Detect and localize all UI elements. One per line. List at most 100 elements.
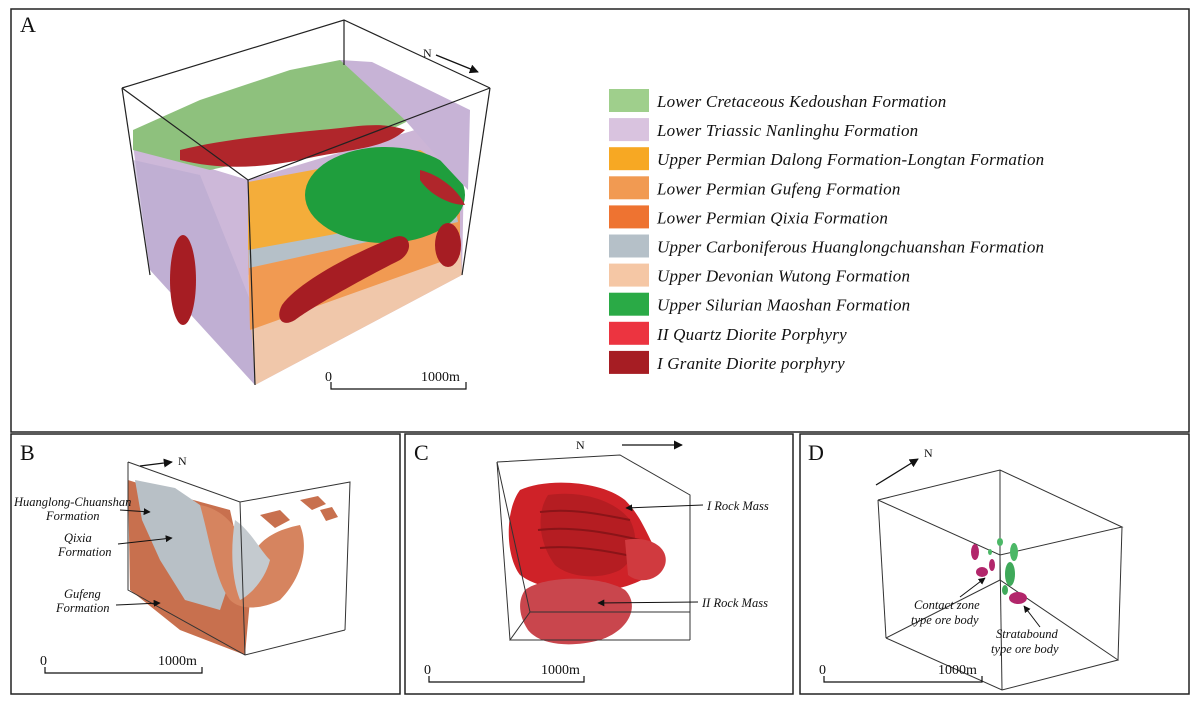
ore-body-green: [1010, 543, 1018, 561]
panel-c-scale-bar: 0 1000m: [424, 663, 585, 683]
panel-b-annotations: Huanglong-Chuanshan Formation Qixia Form…: [13, 495, 173, 615]
arrow-icon: [1023, 605, 1041, 628]
legend-swatch: [609, 89, 649, 112]
panel-b-frame: [10, 433, 401, 695]
arrow-icon: [117, 535, 173, 545]
panel-b-annot-huanglong: Huanglong-Chuanshan Formation: [13, 495, 135, 523]
legend-label: Upper Carboniferous Huanglongchuanshan F…: [657, 238, 1044, 257]
panel-b-letter: B: [20, 440, 35, 465]
legend-label: Upper Silurian Maoshan Formation: [657, 296, 910, 315]
north-arrow-icon: [139, 458, 173, 468]
panel-b-fragments: [260, 496, 338, 528]
panel-d-box-edge-1: [877, 499, 887, 639]
legend-item: Lower Permian Gufeng Formation: [609, 176, 900, 200]
legend-label: Lower Triassic Nanlinghu Formation: [656, 121, 918, 140]
legend-item: I Granite Diorite porphyry: [609, 350, 845, 374]
legend-item: II Quartz Diorite Porphyry: [609, 321, 847, 345]
legend-label: Lower Permian Qixia Formation: [656, 208, 888, 227]
legend-swatch: [609, 147, 649, 171]
legend-swatch: [609, 321, 649, 345]
panel-d-box-edge-3: [1117, 526, 1123, 661]
panel-a-box-edge-right: [461, 87, 491, 276]
panel-a-block-model: [121, 19, 491, 386]
panel-b-scale-start: 0: [40, 654, 47, 669]
panel-a-scale-bar: 0 1000m: [325, 370, 467, 390]
panel-d: D N Co: [799, 433, 1190, 695]
north-arrow-icon: [875, 458, 919, 486]
panel-b-block-model: [127, 461, 351, 656]
panel-a-top-granite: [180, 125, 405, 167]
panel-d-annot-contact: Contact zone type ore body: [911, 598, 983, 627]
arrow-icon: [625, 504, 704, 512]
panel-c-north-arrow: N: [576, 438, 683, 452]
panel-b-north-arrow: N: [139, 454, 187, 468]
panel-a-scale-end: 1000m: [421, 370, 460, 385]
panel-d-annot-stratabound: Stratabound type ore body: [991, 627, 1061, 656]
legend-item: Upper Devonian Wutong Formation: [609, 263, 910, 287]
ore-body-contact: [989, 559, 995, 571]
panel-c-north-label: N: [576, 438, 585, 452]
legend-label: Upper Devonian Wutong Formation: [657, 267, 910, 286]
panel-b-carbon-surface: [135, 480, 230, 610]
arrow-icon: [115, 599, 161, 607]
panel-a-left-intrusion: [170, 235, 196, 325]
legend-label: Lower Cretaceous Kedoushan Formation: [656, 92, 946, 111]
panel-a-maoshan-body: [305, 147, 465, 243]
ore-body-green: [1002, 585, 1008, 595]
arrow-icon: [119, 508, 151, 516]
north-arrow-icon: [435, 54, 479, 74]
panel-c-annot-rock-i: I Rock Mass: [706, 499, 769, 513]
panel-d-annotations: Contact zone type ore body Stratabound t…: [911, 577, 1061, 656]
panel-a-frame: [10, 8, 1190, 433]
legend-swatch: [609, 263, 649, 287]
legend-item: Lower Triassic Nanlinghu Formation: [609, 118, 918, 142]
panel-b-scale-end: 1000m: [158, 654, 197, 669]
scale-bar-icon: [330, 382, 467, 390]
panel-a: A: [10, 8, 1190, 433]
ore-body-stratabound: [1009, 592, 1027, 604]
panel-c-box-front: [496, 461, 690, 641]
panel-d-scale-end: 1000m: [938, 663, 977, 678]
panel-c: C N I Rock Mass II Rock Mass 0 1000m: [404, 433, 794, 695]
panel-a-top-triassic: [340, 60, 470, 190]
legend-swatch: [609, 205, 649, 229]
panel-d-scale-bar: 0 1000m: [819, 663, 983, 683]
legend-label: II Quartz Diorite Porphyry: [656, 325, 847, 344]
panel-d-frame: [799, 433, 1190, 695]
panel-b: B N Huanglong-Chuanshan Formation Qixia …: [10, 433, 401, 695]
panel-c-annot-rock-ii: II Rock Mass: [701, 596, 768, 610]
panel-a-granite-right: [435, 223, 461, 267]
ore-body-contact: [976, 567, 988, 577]
legend-item: Upper Silurian Maoshan Formation: [609, 292, 910, 316]
legend-swatch: [609, 176, 649, 200]
panel-a-north-arrow: N: [423, 46, 479, 74]
legend-label: I Granite Diorite porphyry: [656, 354, 845, 373]
ore-body-contact: [971, 544, 979, 560]
legend-item: Upper Permian Dalong Formation-Longtan F…: [609, 147, 1044, 171]
panel-c-annotations: I Rock Mass II Rock Mass: [597, 499, 769, 610]
legend-swatch: [609, 234, 649, 258]
panel-a-legend: Lower Cretaceous Kedoushan FormationLowe…: [609, 89, 1044, 374]
panel-d-letter: D: [808, 440, 824, 465]
panel-c-box-edge: [496, 461, 511, 641]
ore-body-green: [1005, 562, 1015, 586]
panel-d-box-bottom: [885, 579, 1120, 691]
legend-item: Lower Permian Qixia Formation: [609, 205, 888, 229]
panel-a-right-granite: [420, 170, 465, 205]
panel-b-box-back: [127, 461, 351, 631]
panel-a-granite-dike: [279, 236, 410, 323]
panel-b-box-front: [127, 462, 346, 656]
panel-c-rock-mass-i-shade: [540, 493, 636, 577]
panel-b-box-edge: [239, 501, 246, 656]
ore-body-green: [988, 549, 992, 555]
panel-b-annot-gufeng: Gufeng Formation: [55, 587, 109, 615]
panel-c-letter: C: [414, 440, 429, 465]
panel-a-north-label: N: [423, 46, 432, 60]
panel-a-letter: A: [20, 12, 36, 37]
scale-bar-icon: [44, 667, 203, 674]
panel-c-frame: [404, 433, 794, 695]
ore-body-green: [997, 538, 1003, 546]
panel-c-lobe: [625, 538, 666, 581]
panel-b-north-label: N: [178, 454, 187, 468]
